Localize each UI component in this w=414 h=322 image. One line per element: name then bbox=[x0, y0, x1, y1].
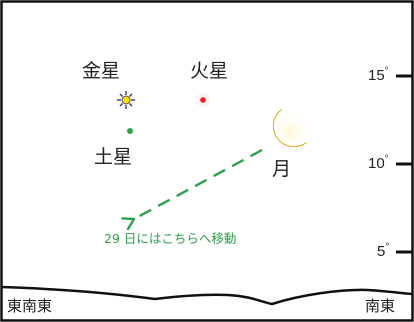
venus-label: 金星 bbox=[82, 60, 121, 82]
moon-date-note: 29 日にはこちらへ移動 bbox=[104, 231, 237, 246]
direction-label-southeast: 南東 bbox=[365, 297, 396, 315]
mars-label: 火星 bbox=[190, 60, 229, 82]
venus-rays bbox=[117, 91, 135, 109]
mars-dot bbox=[200, 97, 206, 103]
altitude-label-5: 5° bbox=[377, 242, 390, 260]
saturn-label: 土星 bbox=[94, 146, 133, 168]
moon-crescent bbox=[272, 109, 307, 148]
altitude-label-10: 10° bbox=[368, 154, 389, 172]
saturn-dot bbox=[127, 128, 133, 134]
altitude-label-15: 15° bbox=[368, 66, 389, 84]
horizon-line bbox=[1, 285, 413, 306]
moon-movement-arrow bbox=[134, 148, 263, 219]
venus-dot bbox=[121, 95, 131, 105]
moon-glow bbox=[266, 107, 314, 155]
direction-label-east-southeast: 東南東 bbox=[7, 297, 53, 315]
moon-label: 月 bbox=[272, 158, 292, 180]
